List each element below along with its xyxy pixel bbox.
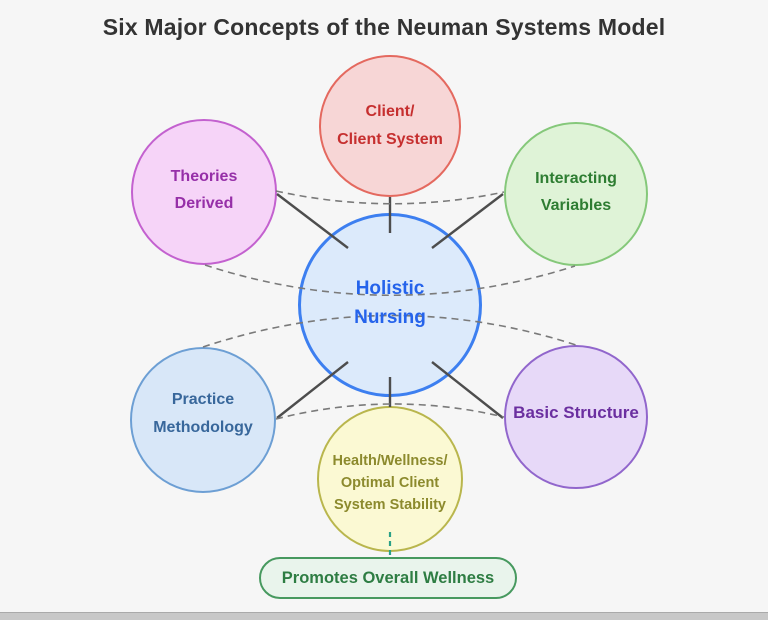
result-box-label: Promotes Overall Wellness (281, 568, 495, 587)
horizontal-scrollbar-track[interactable] (0, 612, 768, 620)
node-circle-client-system (319, 55, 461, 197)
node-label-line: Health/Wellness/ (332, 453, 448, 469)
node-label-line: Client System (337, 131, 443, 148)
node-label-line: Basic Structure (513, 403, 639, 422)
node-label-line: System Stability (333, 497, 446, 513)
node-label-line: Theories (170, 168, 238, 185)
node-label-line: Variables (540, 197, 612, 214)
node-circle-practice-methodology (130, 347, 276, 493)
node-label-line: Optimal Client (340, 475, 440, 491)
diagram-title: Six Major Concepts of the Neuman Systems… (102, 14, 666, 40)
node-label-theories-derived: Theories Derived (171, 163, 238, 217)
node-circle-interacting-variables (504, 122, 648, 266)
node-label-line: Derived (174, 195, 234, 212)
node-label-line: Client/ (365, 103, 415, 120)
node-label-interacting-variables: Interacting Variables (535, 165, 617, 219)
node-label-client-system: Client/ Client System (337, 98, 443, 154)
node-circle-theories-derived (131, 119, 277, 265)
node-label-line: Methodology (153, 419, 253, 436)
node-circle-health-wellness (317, 406, 463, 552)
node-label-basic-structure: Basic Structure (513, 403, 639, 423)
node-label-practice-methodology: Practice Methodology (153, 386, 253, 442)
node-label-line: Nursing (354, 307, 426, 328)
node-label-line: Practice (171, 391, 235, 408)
node-label-line: Holistic (355, 278, 425, 299)
node-label-holistic-nursing: Holistic Nursing (354, 274, 426, 332)
result-box-promotes-overall-wellness: Promotes Overall Wellness (259, 557, 517, 599)
node-label-line: Interacting (535, 170, 617, 187)
node-label-health-wellness: Health/Wellness/ Optimal Client System S… (333, 450, 448, 516)
